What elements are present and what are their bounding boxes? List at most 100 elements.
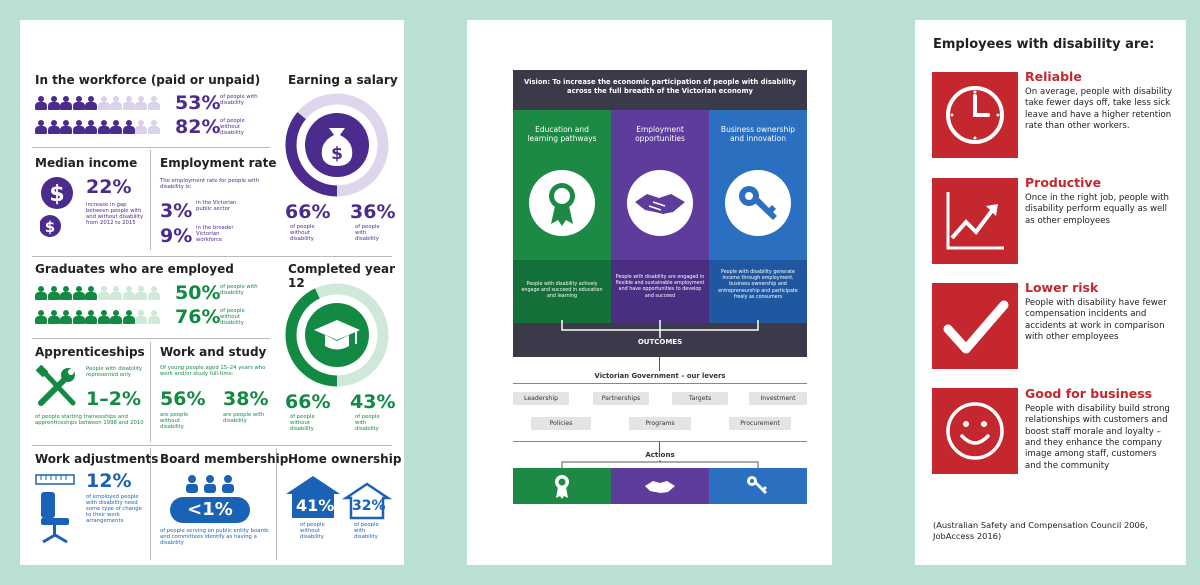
levers-title: Victorian Government – our levers xyxy=(594,372,726,380)
workforce-pct-with: 53% xyxy=(175,92,221,114)
handshake-icon xyxy=(645,481,675,493)
action-business xyxy=(709,468,807,504)
card-productive-title: Productive xyxy=(1025,175,1102,190)
outcomes-label: OUTCOMES xyxy=(637,338,683,346)
graduates-lbl-with: of people with disability xyxy=(220,284,258,297)
apprenticeships-text: of people starting traineeships and appr… xyxy=(35,414,144,427)
divider xyxy=(32,256,392,257)
actions-label: Actions xyxy=(645,451,675,459)
card-lower-risk-title: Lower risk xyxy=(1025,280,1099,295)
workforce-title: In the workforce (paid or unpaid) xyxy=(35,73,261,87)
work-study-lbl-without: are people without disability xyxy=(160,412,189,431)
divider xyxy=(150,150,151,250)
lever-policies: Policies xyxy=(531,417,591,430)
median-income-title: Median income xyxy=(35,156,138,170)
svg-text:$: $ xyxy=(331,144,343,164)
divider xyxy=(276,448,277,560)
salary-title: Earning a salary xyxy=(288,73,398,87)
group-people-icon xyxy=(186,475,234,493)
work-study-pct-with: 38% xyxy=(223,388,269,410)
column-employment-footer xyxy=(611,260,709,323)
work-adjustments-pct: 12% xyxy=(86,470,132,492)
divider xyxy=(150,342,151,442)
connector xyxy=(659,442,660,452)
year12-title: Completed year 12 xyxy=(288,262,396,290)
home-lbl-with: of people with disability xyxy=(354,522,379,541)
houses-icon xyxy=(286,476,393,520)
column-business-text: People with disability generate income t… xyxy=(718,270,798,300)
lever-targets: Targets xyxy=(672,392,728,405)
divider xyxy=(32,338,270,339)
card-lower-risk-icon-box xyxy=(932,283,1018,369)
card-lower-risk-text: People with disability have fewer compen… xyxy=(1025,298,1167,343)
median-income-pct: 22% xyxy=(86,176,132,198)
board-membership-text: of people serving on public entity board… xyxy=(160,528,269,547)
graduates-lbl-without: of people without disability xyxy=(220,308,245,327)
workforce-lbl-without: of people without disability xyxy=(220,118,245,137)
card-good-for-business-icon-box xyxy=(932,388,1018,474)
work-adjustments-text: of employed people with disability need … xyxy=(86,494,142,525)
graduates-pct-with: 50% xyxy=(175,282,221,304)
graduates-title: Graduates who are employed xyxy=(35,262,234,276)
money-bag-donut-icon: $ xyxy=(285,93,389,197)
apprenticeships-value: 1–2% xyxy=(86,388,141,410)
column-business-footer xyxy=(709,260,807,323)
benefits-heading: Employees with disability are: xyxy=(933,37,1155,52)
column-employment-text: People with disability are engaged in fl… xyxy=(615,275,705,299)
year12-lbl-with: of people with disability xyxy=(355,414,380,433)
svg-text:$: $ xyxy=(49,182,64,207)
card-productive-text: Once in the right job, people with disab… xyxy=(1025,193,1169,226)
tools-icon xyxy=(35,365,76,406)
median-income-text: increase in gap between people with and … xyxy=(86,202,144,227)
workforce-people-row-1 xyxy=(35,96,160,110)
office-chair-icon xyxy=(35,474,75,544)
graduates-people-row-2 xyxy=(35,310,160,324)
source-citation: (Australian Safety and Compensation Coun… xyxy=(933,520,1148,542)
handshake-icon xyxy=(627,170,693,236)
vision-text: Vision: To increase the economic partici… xyxy=(523,78,797,96)
action-education xyxy=(513,468,611,504)
divider xyxy=(513,383,807,384)
home-pct-with: 32% xyxy=(352,498,386,514)
card-good-for-business-text: People with disability build strong rela… xyxy=(1025,404,1170,471)
card-good-for-business-title: Good for business xyxy=(1025,386,1153,401)
stats-panel: In the workforce (paid or unpaid) 53% of… xyxy=(20,20,404,565)
year12-pct-with: 43% xyxy=(350,391,396,413)
dollar-coins-icon: $ $ xyxy=(40,177,73,237)
column-education-text: People with disability actively engage a… xyxy=(521,282,603,300)
year12-lbl-without: of people without disability xyxy=(290,414,315,433)
employment-rate-title: Employment rate xyxy=(160,156,277,170)
card-reliable-icon-box xyxy=(932,72,1018,158)
divider xyxy=(513,441,807,442)
connector xyxy=(659,357,660,371)
graduates-people-row-1 xyxy=(35,286,160,300)
column-business-title: Business ownership and innovation xyxy=(720,125,796,144)
apprenticeships-intro: People with disability represented only xyxy=(86,366,143,379)
work-adjustments-title: Work adjustments xyxy=(35,452,159,466)
lever-programs: Programs xyxy=(629,417,691,430)
work-study-intro: Of young people aged 15–24 years who wor… xyxy=(160,365,266,378)
work-study-lbl-with: are people with disability xyxy=(223,412,265,425)
graduates-pct-without: 76% xyxy=(175,306,221,328)
growth-chart-icon xyxy=(946,192,1004,250)
column-employment-title: Employment opportunities xyxy=(635,125,685,144)
card-reliable-text: On average, people with disability take … xyxy=(1025,87,1173,132)
salary-lbl-without: of people without disability xyxy=(290,224,315,243)
column-education-footer xyxy=(513,260,611,323)
employment-rate-intro: The employment rate for people with disa… xyxy=(160,178,259,191)
lever-investment: Investment xyxy=(749,392,807,405)
lever-leadership: Leadership xyxy=(513,392,569,405)
action-employment xyxy=(611,468,709,504)
card-reliable-title: Reliable xyxy=(1025,69,1082,84)
rosette-icon xyxy=(555,475,569,499)
svg-text:$: $ xyxy=(45,218,55,236)
lever-procurement: Procurement xyxy=(729,417,791,430)
workforce-people-row-2 xyxy=(35,120,160,134)
graduation-cap-donut-icon xyxy=(285,283,389,387)
salary-lbl-with: of people with disability xyxy=(355,224,380,243)
divider xyxy=(150,448,151,560)
home-ownership-title: Home ownership xyxy=(288,452,402,466)
board-membership-value: <1% xyxy=(170,497,250,523)
work-study-title: Work and study xyxy=(160,345,267,359)
employment-lbl-public: in the Victorian public sector xyxy=(196,200,237,213)
